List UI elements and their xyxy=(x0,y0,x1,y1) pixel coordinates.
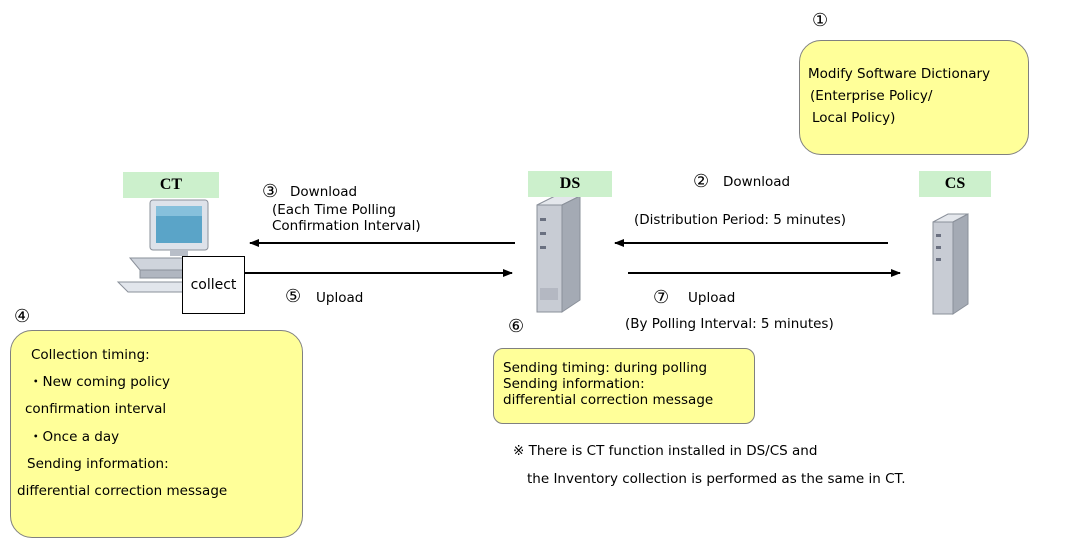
step6-number: ⑥ xyxy=(508,316,525,337)
footnote-line: ※ There is CT function installed in DS/C… xyxy=(513,443,818,459)
step3-title: Download xyxy=(290,184,358,200)
cs-label: CS xyxy=(919,171,991,197)
step4-line: differential correction message xyxy=(17,483,228,499)
step1-line: Local Policy) xyxy=(812,110,896,126)
footnote-line: the Inventory collection is performed as… xyxy=(527,471,906,487)
step6-line: Sending timing: during polling xyxy=(503,360,708,376)
step1-line: Modify Software Dictionary xyxy=(808,66,991,82)
step4-line: ・New coming policy xyxy=(29,374,170,390)
step4-number: ④ xyxy=(14,306,31,327)
step4-line: Sending information: xyxy=(27,456,169,472)
step6-line: Sending information: xyxy=(503,376,645,392)
step2-title: Download xyxy=(723,174,791,190)
step5-title: Upload xyxy=(316,290,364,306)
collect-box: collect xyxy=(182,256,245,314)
step7-title: Upload xyxy=(688,290,736,306)
step3-number: ③ xyxy=(262,181,279,202)
step1-number: ① xyxy=(812,10,829,31)
step7-number: ⑦ xyxy=(653,287,670,308)
step4-line: confirmation interval xyxy=(25,401,167,417)
step2-number: ② xyxy=(693,171,710,192)
ds-label: DS xyxy=(528,171,612,197)
step6-note xyxy=(493,348,755,424)
step1-line: (Enterprise Policy/ xyxy=(810,88,933,104)
cs-server-icon xyxy=(932,213,969,315)
step3-detail-line: Confirmation Interval) xyxy=(272,218,421,234)
step7-detail: (By Polling Interval: 5 minutes) xyxy=(625,316,834,332)
step6-line: differential correction message xyxy=(503,392,714,408)
step2-detail: (Distribution Period: 5 minutes) xyxy=(634,212,847,228)
ds-server-icon xyxy=(536,195,581,313)
step4-line: ・Once a day xyxy=(29,429,120,445)
step3-detail-line: (Each Time Polling xyxy=(272,202,396,218)
step5-number: ⑤ xyxy=(285,286,302,307)
step4-line: Collection timing: xyxy=(31,347,150,363)
ct-label: CT xyxy=(123,172,219,198)
step1-note: Modify Software Dictionary (Enterprise P… xyxy=(799,40,1029,155)
step4-note: Collection timing: ・New coming policy co… xyxy=(10,330,303,538)
